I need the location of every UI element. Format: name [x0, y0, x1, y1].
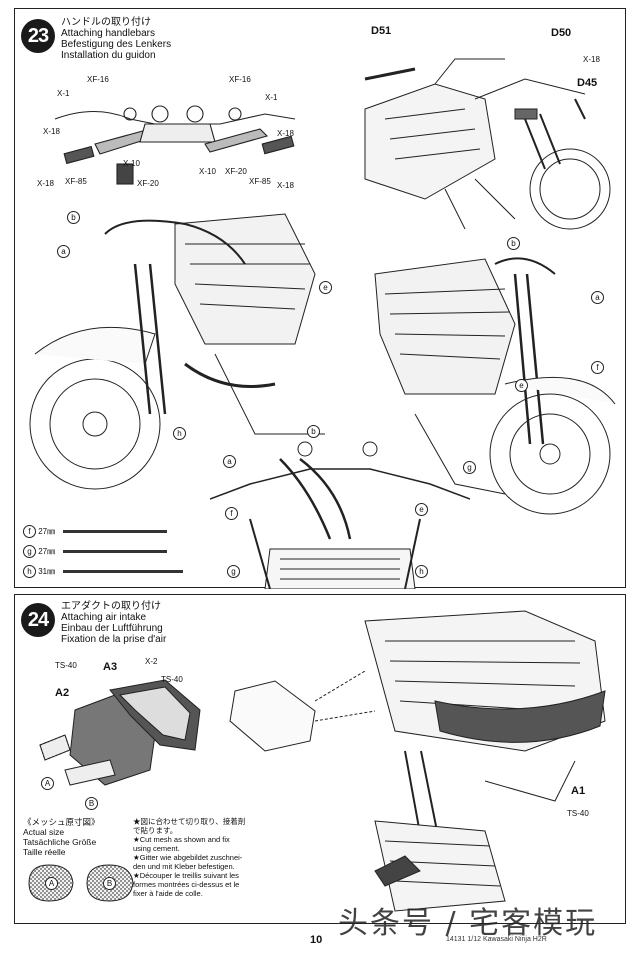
- mesh-marker-b: B: [85, 797, 98, 810]
- part-label-ts40-a: TS-40: [55, 661, 77, 670]
- note-line: fixer à l'aide de colle.: [133, 889, 203, 898]
- title-en: Attaching handlebars: [61, 28, 155, 39]
- part-label-x18-top: X-18: [583, 55, 600, 64]
- title-en: Attaching air intake: [61, 612, 147, 623]
- marker-g-detail: g: [227, 565, 240, 578]
- length-bar: [63, 530, 168, 534]
- mesh-actual-size-block: 《メッシュ原寸図》 Actual size Tatsächliche Größe…: [23, 817, 100, 857]
- mesh-template-b: B: [103, 877, 116, 890]
- length-mark: f: [23, 525, 36, 538]
- mesh-heading: 《メッシュ原寸図》: [23, 817, 100, 827]
- step-title-block: エアダクトの取り付け Attaching air intake Einbau d…: [61, 601, 166, 645]
- marker-f-detail: f: [225, 507, 238, 520]
- part-label-d51: D51: [371, 25, 392, 37]
- step-number-badge: 24: [21, 603, 55, 637]
- front-assembly-illustration: [364, 58, 611, 230]
- handlebar-parts-illustration: [54, 105, 296, 185]
- marker-f-right: f: [591, 361, 604, 374]
- length-mark: g: [23, 545, 36, 558]
- part-label-xf20-right: XF-20: [225, 167, 247, 176]
- title-de: Einbau der Luftführung: [61, 623, 163, 634]
- title-fr: Installation du guidon: [61, 50, 156, 61]
- marker-a-right: a: [591, 291, 604, 304]
- part-label-a2: A2: [55, 687, 70, 699]
- step-title-block: ハンドルの取り付け Attaching handlebars Befestigu…: [61, 17, 171, 61]
- title-ja: ハンドルの取り付け: [61, 17, 151, 28]
- marker-a: a: [57, 245, 70, 258]
- mesh-actual-en: Actual size: [23, 827, 65, 837]
- marker-h-detail: h: [415, 565, 428, 578]
- part-label-x18-right-2: X-18: [277, 181, 294, 190]
- marker-e-right: e: [515, 379, 528, 392]
- marker-e-detail: e: [415, 503, 428, 516]
- length-bar: [63, 550, 168, 554]
- length-value: 31㎜: [38, 567, 56, 576]
- mesh-template-illustration: [28, 864, 134, 902]
- air-intake-parts-illustration: [39, 679, 201, 786]
- mesh-actual-de: Tatsächliche Größe: [23, 837, 97, 847]
- part-label-x10-left: X-10: [123, 159, 140, 168]
- part-label-x18-left-2: X-18: [37, 179, 54, 188]
- mesh-template-a: A: [45, 877, 58, 890]
- length-mark: h: [23, 565, 36, 578]
- part-label-d50: D50: [551, 27, 572, 39]
- note-line: で貼ります。: [133, 826, 178, 835]
- length-value: 27㎜: [38, 547, 56, 556]
- marker-e: e: [319, 281, 332, 294]
- part-label-d45: D45: [577, 77, 598, 89]
- part-label-x1-left: X-1: [57, 89, 70, 98]
- mesh-marker-a: A: [41, 777, 54, 790]
- cutting-instructions: ★図に合わせて切り取り、接着剤 で貼ります。 ★Cut mesh as show…: [133, 817, 245, 898]
- part-label-ts40-c: TS-40: [567, 809, 589, 818]
- marker-b-detail: b: [307, 425, 320, 438]
- part-label-a1: A1: [571, 785, 586, 797]
- marker-b-right: b: [507, 237, 520, 250]
- title-fr: Fixation de la prise d'air: [61, 634, 167, 645]
- mesh-actual-fr: Taille réelle: [23, 847, 66, 857]
- part-label-xf85-right: XF-85: [249, 177, 271, 186]
- part-label-x1-right: X-1: [265, 93, 278, 102]
- part-label-x18-left-1: X-18: [43, 127, 60, 136]
- marker-h: h: [173, 427, 186, 440]
- footer-text: 14131 1/12 Kawasaki Ninja H2R: [446, 936, 547, 943]
- part-label-ts40-b: TS-40: [161, 675, 183, 684]
- cable-routing-detail-illustration: [210, 441, 470, 589]
- part-label-xf20-left: XF-20: [137, 179, 159, 188]
- left-side-bike-illustration: [29, 213, 325, 490]
- part-label-x2: X-2: [145, 657, 158, 666]
- note-line: ★Découper le treillis suivant les: [133, 871, 239, 880]
- part-label-xf16-left: XF-16: [87, 75, 109, 84]
- part-label-x18-right-1: X-18: [277, 129, 294, 138]
- length-value: 27㎜: [38, 527, 56, 536]
- note-line: ★図に合わせて切り取り、接着剤: [133, 817, 246, 826]
- length-row-h: h 31㎜: [23, 565, 184, 578]
- marker-a-detail: a: [223, 455, 236, 468]
- marker-b: b: [67, 211, 80, 224]
- title-de: Befestigung des Lenkers: [61, 39, 172, 50]
- page-number: 10: [310, 934, 323, 946]
- air-intake-installation-illustration: [229, 610, 606, 912]
- marker-g-right: g: [463, 461, 476, 474]
- note-line: ★Gitter wie abgebildet zuschnei-: [133, 853, 243, 862]
- watermark: 头条号 / 宅客模玩: [338, 906, 598, 941]
- length-bar: [63, 570, 184, 574]
- step-number-badge: 23: [21, 19, 55, 53]
- length-row-g: g 27㎜: [23, 545, 168, 558]
- step-23-panel: 23 ハンドルの取り付け Attaching handlebars Befest…: [14, 8, 626, 589]
- title-ja: エアダクトの取り付け: [61, 601, 161, 612]
- right-side-bike-illustration: [374, 257, 616, 515]
- length-row-f: f 27㎜: [23, 525, 168, 538]
- note-line: using cement.: [133, 844, 180, 853]
- step-24-panel: 24 エアダクトの取り付け Attaching air intake Einba…: [14, 594, 626, 924]
- note-line: formes montrées ci-dessus et le: [133, 880, 240, 889]
- note-line: ★Cut mesh as shown and fix: [133, 835, 230, 844]
- note-line: den und mit Kleber befestigen.: [133, 862, 235, 871]
- part-label-xf16-right: XF-16: [229, 75, 251, 84]
- part-label-x10-right: X-10: [199, 167, 216, 176]
- part-label-a3: A3: [103, 661, 118, 673]
- part-label-xf85-left: XF-85: [65, 177, 87, 186]
